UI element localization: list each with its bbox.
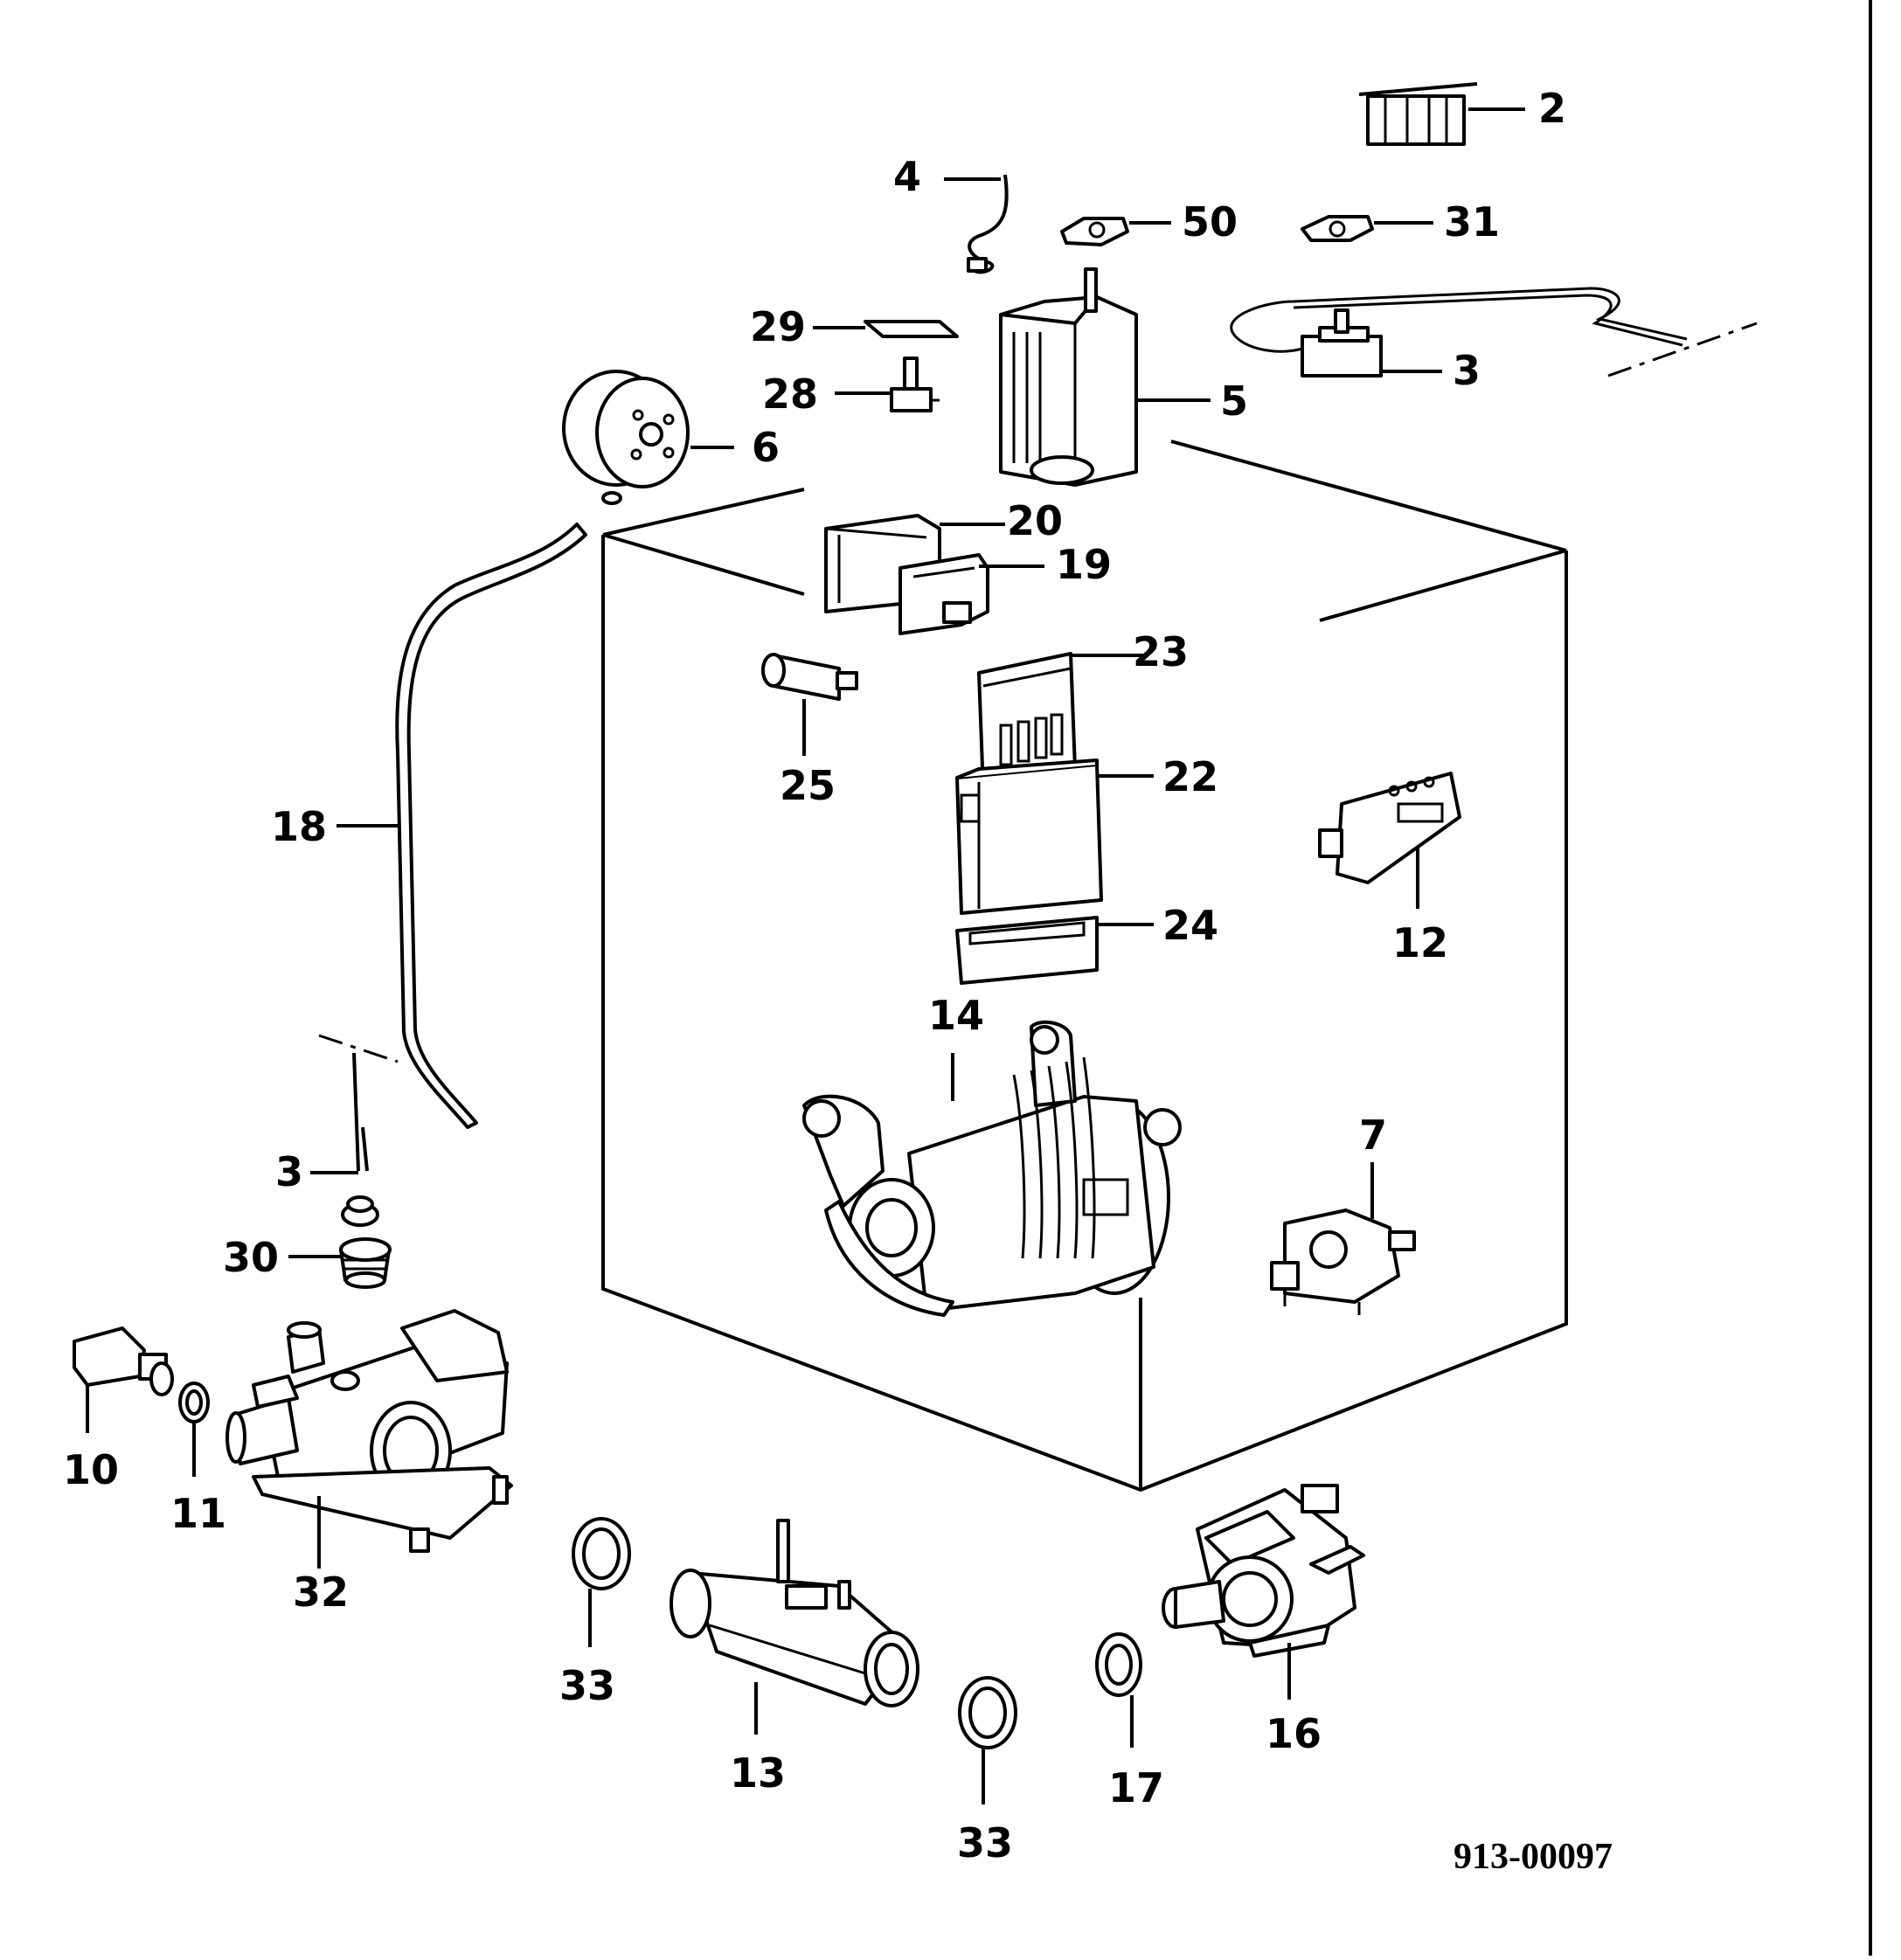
electronic-box-icon: [955, 758, 1103, 915]
heater-element-icon: [670, 1519, 919, 1707]
part-label-10: 10: [63, 1446, 119, 1493]
switch-icon: [890, 357, 940, 412]
seal-ring-icon: [178, 1382, 210, 1423]
part-label-50: 50: [1182, 198, 1238, 246]
grommet-icon: [339, 1237, 392, 1289]
pump-housing-icon: [225, 1309, 513, 1553]
part-label-33-center: 33: [957, 1819, 1013, 1867]
part-label-11: 11: [170, 1490, 226, 1537]
part-label-32: 32: [293, 1569, 349, 1616]
part-7: 7: [1270, 1112, 1416, 1315]
part-label-17: 17: [1108, 1764, 1164, 1811]
part-label-3-upper: 3: [1453, 347, 1481, 394]
hose-icon: [395, 523, 587, 1129]
part-label-5: 5: [1220, 377, 1248, 425]
part-12: 12: [1318, 772, 1461, 966]
seal-ring-icon: [958, 1676, 1017, 1749]
part-label-33-left: 33: [559, 1662, 615, 1709]
part-24: 24: [955, 902, 1218, 985]
part-3-lower: 3: [275, 1034, 399, 1227]
part-6: 6: [562, 370, 780, 505]
door-interlock-icon: [1318, 772, 1461, 884]
solenoid-valve-icon: [1270, 1209, 1416, 1315]
part-label-4: 4: [893, 153, 921, 200]
part-label-3-lower: 3: [275, 1148, 303, 1195]
part-17: 17: [1095, 1632, 1164, 1811]
part-label-23: 23: [1133, 628, 1189, 675]
wire-lead-icon: [967, 174, 1009, 274]
part-2: 2: [1358, 82, 1566, 146]
terminal-block-icon: [1358, 82, 1478, 146]
part-32: 32: [225, 1309, 513, 1616]
part-18: 18: [271, 523, 587, 1129]
gasket-icon: [1060, 217, 1129, 246]
part-label-29: 29: [750, 303, 806, 350]
part-13: 13: [670, 1519, 919, 1797]
part-label-6: 6: [752, 424, 780, 471]
part-50: 50: [1060, 198, 1238, 246]
bracket-icon: [864, 320, 959, 338]
part-label-14: 14: [928, 992, 984, 1039]
part-label-18: 18: [271, 803, 327, 850]
part-16: 16: [1162, 1484, 1365, 1757]
pressure-switch-icon: [1230, 287, 1688, 377]
part-3-upper: 3: [1230, 287, 1758, 394]
part-label-28: 28: [762, 371, 818, 418]
capacitor-icon: [761, 653, 858, 701]
part-31: 31: [1301, 198, 1500, 246]
part-label-22: 22: [1162, 753, 1218, 800]
part-label-7: 7: [1359, 1112, 1387, 1159]
part-4: 4: [893, 153, 1009, 274]
part-label-31: 31: [1444, 198, 1500, 246]
part-5: 5: [999, 267, 1248, 487]
part-label-12: 12: [1392, 919, 1448, 966]
box-cover-icon: [955, 916, 1099, 985]
part-25: 25: [761, 653, 858, 809]
part-14: 14: [802, 992, 1182, 1317]
part-19: 19: [898, 541, 1112, 635]
part-label-16: 16: [1266, 1710, 1322, 1757]
connector-module-icon: [898, 553, 989, 635]
part-label-2: 2: [1538, 85, 1566, 132]
part-label-30: 30: [223, 1234, 279, 1281]
part-10: 10: [63, 1326, 174, 1493]
part-33-center: 33: [957, 1676, 1017, 1867]
part-label-20: 20: [1007, 497, 1063, 544]
drive-motor-icon: [802, 1020, 1182, 1317]
program-timer-icon: [999, 267, 1138, 487]
part-11: 11: [170, 1382, 226, 1537]
part-30: 30: [223, 1234, 392, 1289]
part-label-19: 19: [1056, 541, 1112, 588]
drawing-code: 913-00097: [1454, 1837, 1613, 1877]
cabinet-outline: [601, 440, 1568, 1493]
part-label-25: 25: [780, 762, 836, 809]
seal-ring-icon: [1095, 1632, 1142, 1697]
seal-ring-icon: [572, 1517, 631, 1590]
level-sensor-icon: [341, 1052, 379, 1227]
motor-pulley-icon: [562, 370, 690, 505]
part-29: 29: [750, 303, 959, 350]
temperature-sensor-icon: [73, 1326, 174, 1396]
part-22: 22: [955, 753, 1218, 915]
part-label-13: 13: [730, 1749, 786, 1797]
gasket-icon: [1301, 215, 1374, 242]
drain-pump-icon: [1162, 1484, 1365, 1658]
part-33-left: 33: [559, 1517, 631, 1709]
part-label-24: 24: [1162, 902, 1218, 949]
part-28: 28: [762, 357, 940, 418]
